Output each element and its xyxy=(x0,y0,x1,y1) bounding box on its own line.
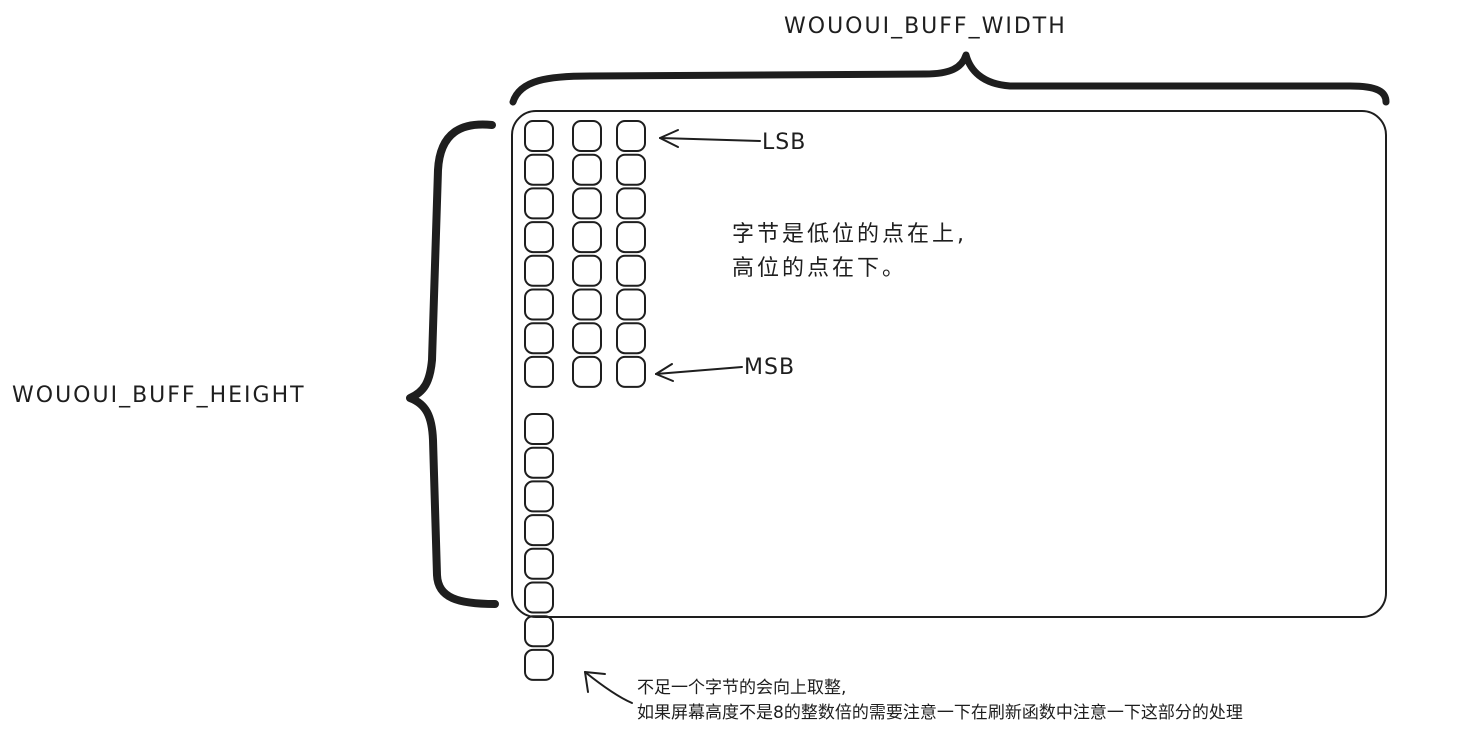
rounding-footnote: 不足一个字节的会向上取整, 如果屏幕高度不是8的整数倍的需要注意一下在刷新函数中… xyxy=(637,676,1243,726)
bit-cell-col1-row9 xyxy=(524,413,554,445)
byte-order-note: 字节是低位的点在上, 高位的点在下。 xyxy=(732,218,967,286)
frame-buffer-rect xyxy=(511,110,1387,618)
msb-arrow xyxy=(655,363,743,382)
bit-cell-col1-row4 xyxy=(524,221,554,254)
bit-cell-col1-row6 xyxy=(524,288,554,321)
height-brace xyxy=(406,120,499,608)
bit-cell-col3-row6 xyxy=(616,288,646,321)
bit-cell-col3-row5 xyxy=(616,254,646,287)
bit-cell-col3-row2 xyxy=(616,153,646,186)
bit-cell-col3-row1 xyxy=(616,120,646,152)
bit-cell-grid xyxy=(524,120,646,681)
bit-cell-col3-row7 xyxy=(616,322,646,355)
bit-cell-col2-row8 xyxy=(572,355,602,388)
bit-cell-col1-row5 xyxy=(524,254,554,287)
bit-cell-col1-row8 xyxy=(524,355,554,388)
bit-cell-col3-row8 xyxy=(616,355,646,388)
bit-cell-col3-row3 xyxy=(616,187,646,220)
width-label: WOUOUI_BUFF_WIDTH xyxy=(784,14,1067,39)
bit-cell-col1-row14 xyxy=(524,581,554,614)
bit-cell-col1-row12 xyxy=(524,514,554,547)
bit-cell-col1-row13 xyxy=(524,547,554,580)
bit-cell-col1-row16 xyxy=(524,648,554,681)
footnote-line-2: 如果屏幕高度不是8的整数倍的需要注意一下在刷新函数中注意一下这部分的处理 xyxy=(637,703,1243,723)
bit-cell-col1-row15 xyxy=(524,615,554,648)
bit-cell-col1-row3 xyxy=(524,187,554,220)
bit-cell-col2-row6 xyxy=(572,288,602,321)
width-brace xyxy=(509,51,1390,106)
bit-cell-col2-row1 xyxy=(572,120,602,152)
bit-cell-col2-row7 xyxy=(572,322,602,355)
lsb-arrow xyxy=(659,129,761,148)
byte-note-line-2: 高位的点在下。 xyxy=(732,256,908,281)
bit-cell-col3-row4 xyxy=(616,221,646,254)
bit-cell-col1-row7 xyxy=(524,322,554,355)
bit-cell-col1-row1 xyxy=(524,120,554,152)
footnote-line-1: 不足一个字节的会向上取整, xyxy=(637,678,847,698)
footnote-arrow xyxy=(584,671,633,704)
msb-label: MSB xyxy=(744,355,796,380)
bit-cell-col2-row5 xyxy=(572,254,602,287)
bit-cell-col2-row3 xyxy=(572,187,602,220)
lsb-label: LSB xyxy=(762,130,807,155)
bit-cell-col1-row10 xyxy=(524,446,554,479)
bit-cell-col1-row11 xyxy=(524,480,554,513)
bit-cell-col1-row2 xyxy=(524,153,554,186)
height-label: WOUOUI_BUFF_HEIGHT xyxy=(12,383,306,408)
bit-cell-col2-row4 xyxy=(572,221,602,254)
bit-cell-col2-row2 xyxy=(572,153,602,186)
byte-note-line-1: 字节是低位的点在上, xyxy=(732,222,967,247)
